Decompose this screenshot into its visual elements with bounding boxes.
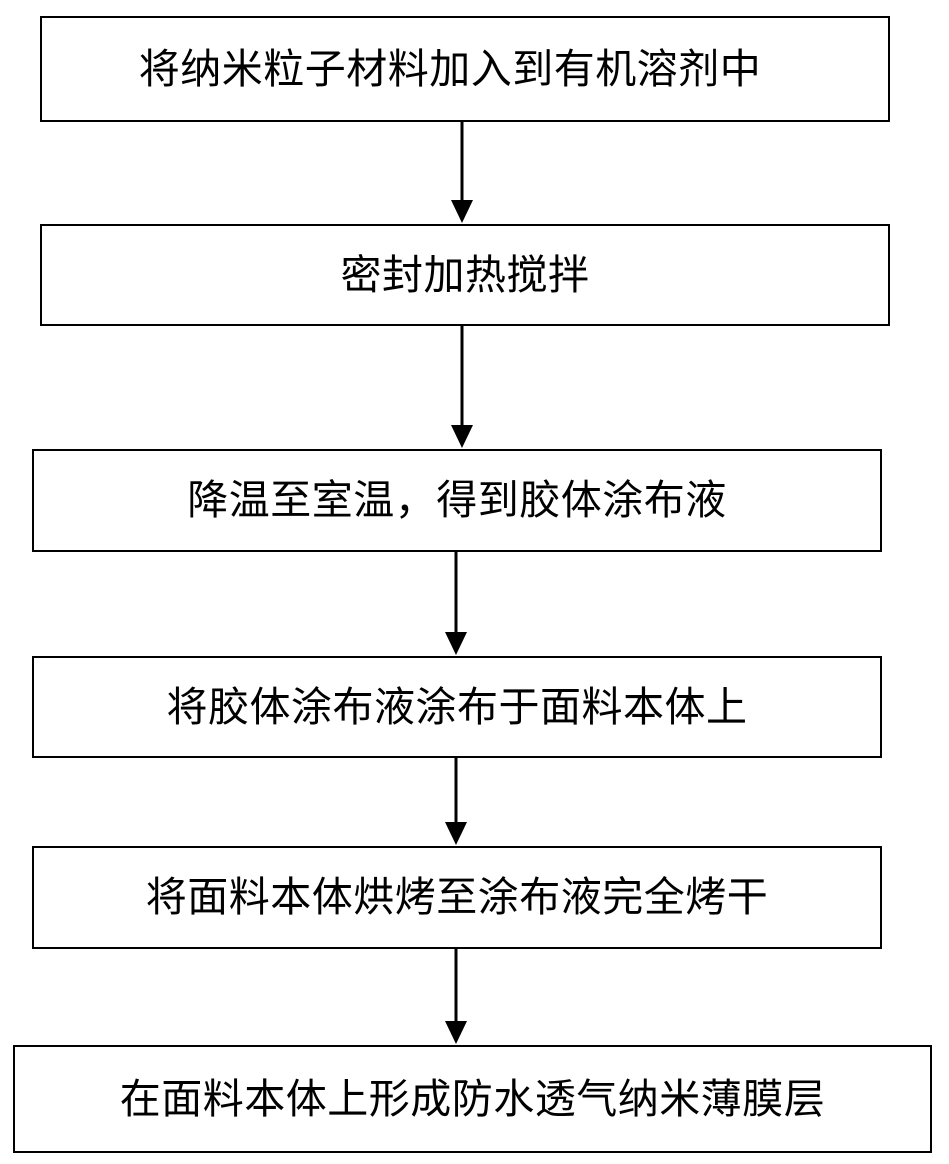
arrow-1-to-2 xyxy=(451,122,473,223)
step-box-4: 将胶体涂布液涂布于面料本体上 xyxy=(32,656,882,758)
step-box-5: 将面料本体烘烤至涂布液完全烤干 xyxy=(32,846,882,949)
step-box-2: 密封加热搅拌 xyxy=(40,224,890,326)
step-label-6: 在面料本体上形成防水透气纳米薄膜层 xyxy=(119,1074,826,1123)
arrow-3-to-4 xyxy=(445,552,467,655)
arrow-4-to-5 xyxy=(445,758,467,845)
step-label-1: 将纳米粒子材料加入到有机溶剂中 xyxy=(138,44,762,93)
step-label-4: 将胶体涂布液涂布于面料本体上 xyxy=(166,682,748,731)
arrow-2-to-3 xyxy=(451,326,473,448)
step-box-1: 将纳米粒子材料加入到有机溶剂中 xyxy=(40,16,890,122)
step-box-3: 降温至室温，得到胶体涂布液 xyxy=(32,449,882,552)
arrow-5-to-6 xyxy=(445,949,467,1044)
step-label-5: 将面料本体烘烤至涂布液完全烤干 xyxy=(145,873,769,921)
step-label-3: 降温至室温，得到胶体涂布液 xyxy=(187,476,727,524)
step-box-6: 在面料本体上形成防水透气纳米薄膜层 xyxy=(13,1045,932,1153)
step-label-2: 密封加热搅拌 xyxy=(340,250,590,299)
